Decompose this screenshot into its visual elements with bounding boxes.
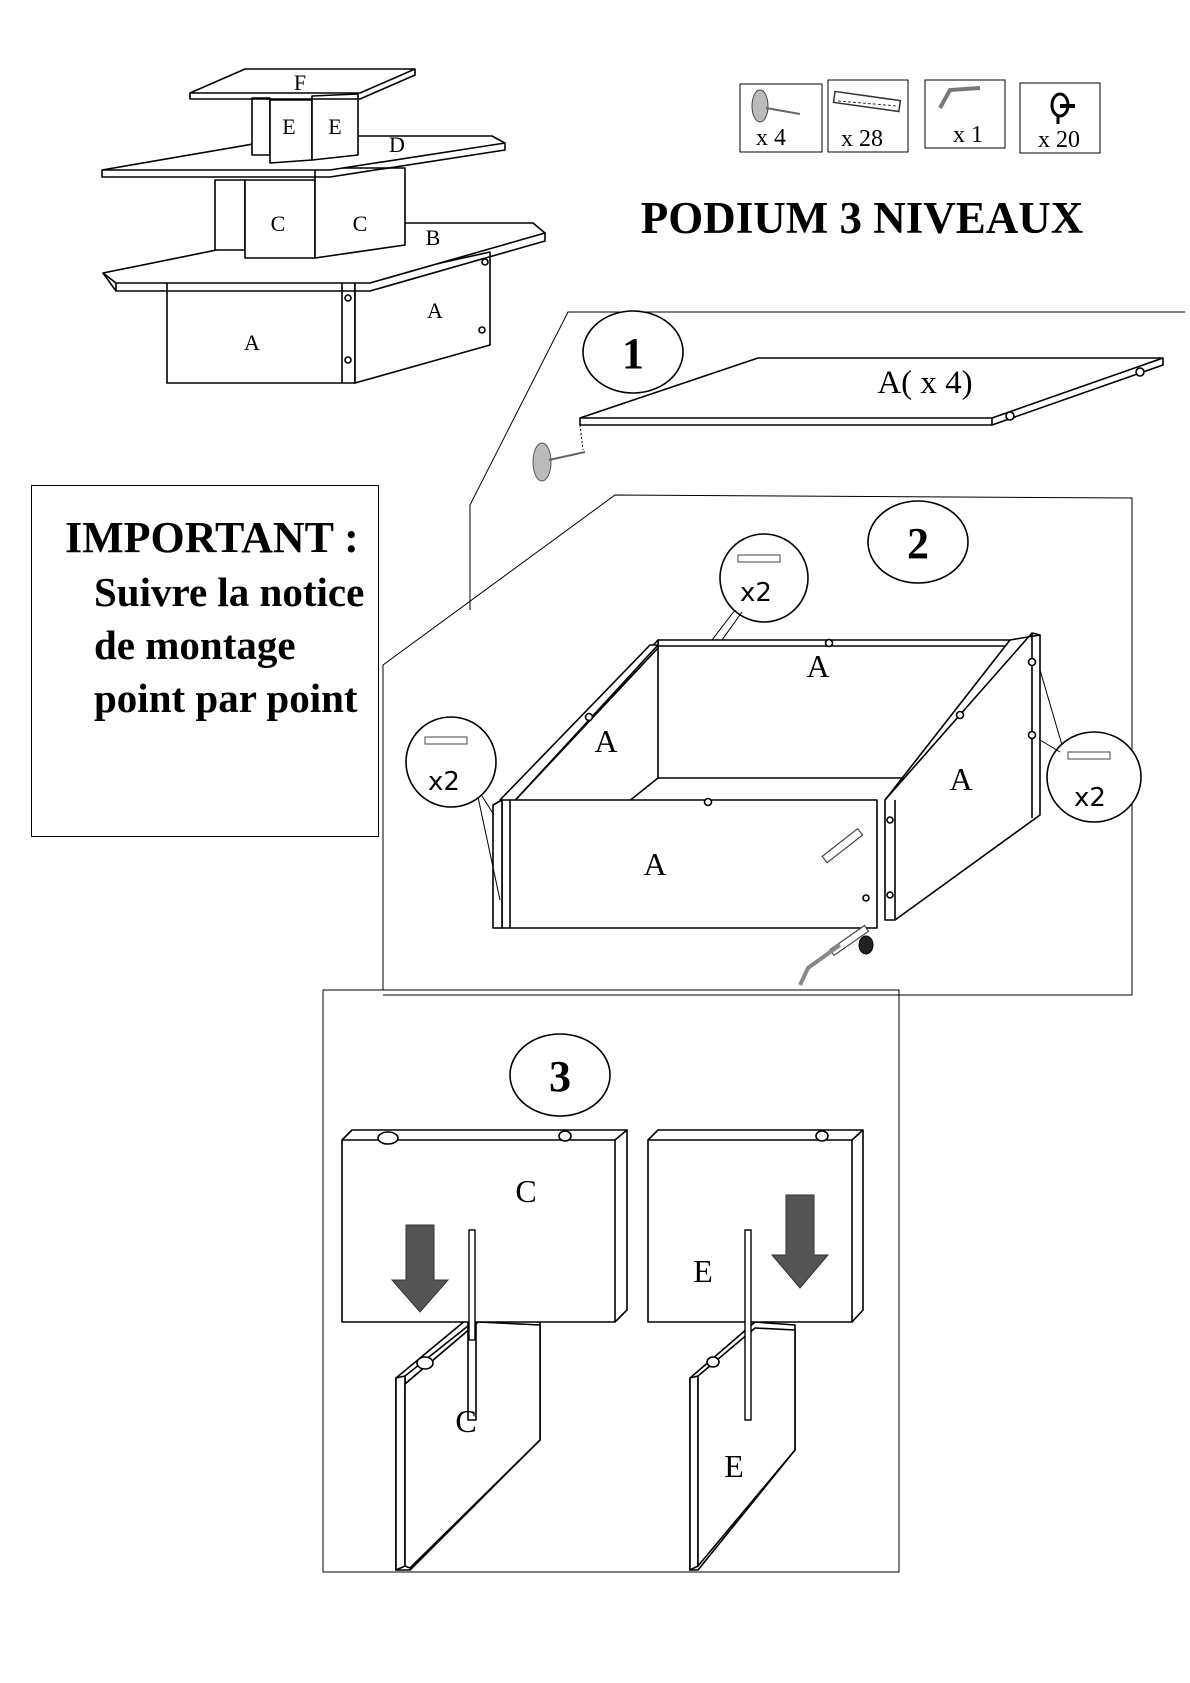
overview-label-e2: E	[328, 114, 341, 139]
overview-label-b: B	[426, 225, 441, 250]
hardware-qty-allen-key: x 1	[953, 122, 983, 148]
step-3-label-e-lower: E	[724, 1448, 744, 1484]
step-3-label-e-upper: E	[693, 1253, 713, 1289]
step-3-arrow-down-icon-left	[390, 1224, 450, 1313]
step-2-number: 2	[907, 519, 929, 568]
step-2: 2 x2 x2	[382, 494, 1142, 996]
hardware-item-cap: x 20	[1019, 82, 1101, 154]
hardware-item-screw: x 28	[827, 79, 909, 153]
step-1-label: A( x 4)	[877, 365, 972, 401]
step-1-dowel-icon	[532, 424, 586, 482]
overview-label-d: D	[389, 132, 405, 157]
step-3-c-assembly: C C	[341, 1129, 628, 1571]
step-1-number-circle	[582, 310, 684, 394]
cam-bolt-screw-icon	[832, 90, 902, 113]
hardware-list: x 4 x 28 x 1 x 20	[739, 79, 1101, 154]
hardware-qty-cap: x 20	[1038, 127, 1080, 153]
overview-label-f: F	[294, 70, 306, 95]
step-2-label-left: A	[594, 723, 617, 759]
important-title: IMPORTANT :	[65, 513, 359, 562]
step-3-panel-c-lower	[395, 1375, 406, 1571]
step-3-number: 3	[549, 1052, 571, 1101]
important-notice: IMPORTANT : Suivre la notice de montage …	[31, 485, 379, 837]
step-3-panel-c-upper	[341, 1129, 628, 1323]
allen-key-icon	[938, 86, 981, 109]
overview-illustration: F E E D C C B A A	[101, 68, 546, 384]
step-2-screw-count-left: x2	[428, 767, 460, 797]
step-2-panel-left	[499, 644, 659, 809]
overview-panel-c-right	[314, 167, 406, 259]
overview-panel-a-front	[166, 281, 356, 384]
overview-label-c2: C	[353, 211, 368, 236]
overview-label-c1: C	[271, 211, 286, 236]
step-2-label-back: A	[806, 648, 829, 684]
overview-panel-e-right	[311, 93, 359, 161]
step-3-e-assembly: E E	[647, 1129, 864, 1571]
step-2-label-front: A	[643, 846, 666, 882]
wooden-dowel-icon	[751, 89, 801, 123]
step-3: 3 C C	[322, 989, 900, 1573]
step-1-number: 1	[622, 329, 644, 378]
step-2-screw-count-top: x2	[740, 578, 772, 608]
step-1: 1 A( x 4)	[469, 310, 1185, 610]
step-2-label-right: A	[949, 761, 972, 797]
step-3-panel-e-lower	[689, 1375, 699, 1571]
hardware-item-allen-key: x 1	[924, 79, 1006, 149]
overview-label-a2: A	[427, 298, 443, 323]
step-3-number-circle	[509, 1033, 611, 1117]
step-2-panel-right	[884, 634, 1041, 921]
step-3-label-c-upper: C	[515, 1173, 536, 1209]
step-3-arrow-down-icon-right	[770, 1194, 830, 1289]
hardware-qty-dowel: x 4	[756, 125, 786, 151]
step-3-label-c-lower: C	[455, 1403, 476, 1439]
step-3-panel-e-upper	[647, 1129, 864, 1323]
cover-cap-icon	[1050, 92, 1075, 124]
hardware-qty-screw: x 28	[841, 126, 883, 152]
important-body: Suivre la notice de montage point par po…	[94, 569, 365, 721]
overview-label-e1: E	[282, 114, 295, 139]
hardware-item-dowel: x 4	[739, 83, 823, 153]
step-2-screw-count-right: x2	[1074, 783, 1106, 813]
step-2-number-circle	[867, 500, 969, 584]
step-2-panel-front	[501, 799, 878, 929]
overview-label-a1: A	[244, 330, 260, 355]
page-title: PODIUM 3 NIVEAUX	[641, 193, 1084, 243]
